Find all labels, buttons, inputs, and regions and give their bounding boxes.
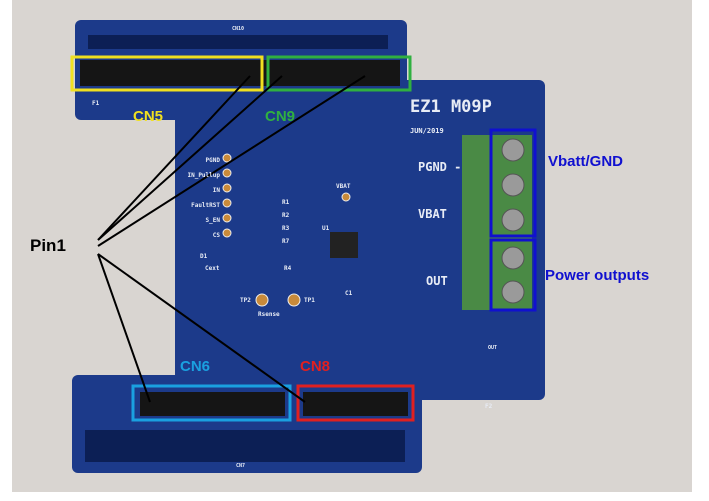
cn6-label: CN6: [180, 358, 211, 375]
f2-label: F2: [485, 403, 493, 410]
header-pins: [80, 35, 408, 462]
u1-chip: [330, 232, 358, 258]
cn6-box: [131, 384, 292, 422]
terminal-out-label: OUT: [426, 274, 448, 288]
f1-label: F1: [92, 100, 100, 107]
terminal-pgnd-label: PGND -: [418, 160, 462, 174]
d1-label: D1: [200, 253, 208, 260]
tp2-label: TP2: [240, 297, 251, 304]
pin1-lines: [97, 75, 366, 403]
pin1-label: Pin1: [30, 236, 66, 255]
cn5-label: CN5: [133, 108, 164, 125]
u1-label: U1: [322, 225, 330, 232]
cn10-label: CN10: [232, 26, 245, 32]
board-name: EZ1 M09P: [410, 97, 492, 117]
c1-label: C1: [345, 290, 353, 297]
outputs-box: [489, 238, 537, 312]
cn8-label: CN8: [300, 358, 331, 375]
cn5-box: [70, 55, 264, 92]
cn9-label: CN9: [265, 108, 296, 125]
tp1-label: TP1: [304, 297, 315, 304]
power-outputs-label: Power outputs: [545, 267, 650, 284]
board-date: JUN/2019: [410, 127, 444, 135]
cn9-box: [266, 55, 412, 92]
terminal-vbat-label: VBAT: [418, 207, 447, 221]
board-main: [175, 80, 545, 400]
vbatt-box: [489, 128, 537, 238]
vbatt-gnd-label: Vbatt/GND: [548, 153, 623, 170]
vbat-tp-label: VBAT: [336, 183, 351, 190]
cn7-label: CN7: [236, 463, 246, 469]
cn8-box: [296, 384, 415, 422]
cext-label: Cext: [205, 265, 220, 272]
out-small-label: OUT: [488, 345, 498, 351]
rsense-label: Rsense: [258, 311, 280, 318]
r4-label: R4: [284, 265, 292, 272]
